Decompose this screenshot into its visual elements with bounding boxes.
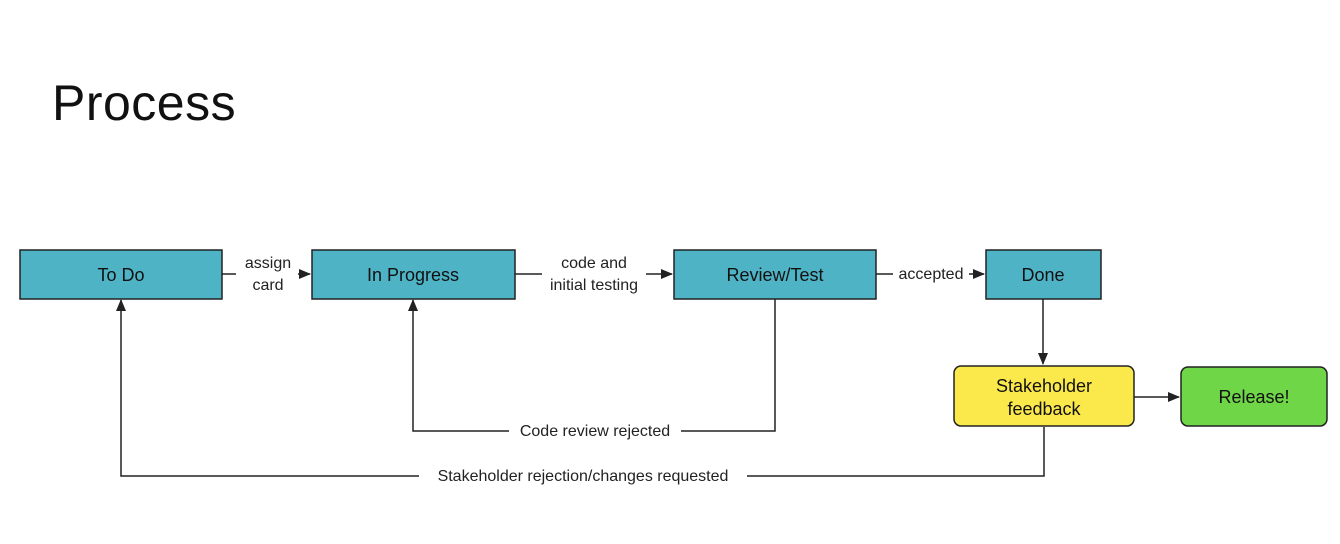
node-release-label: Release! xyxy=(1218,387,1289,407)
node-in-progress-box xyxy=(311,249,516,300)
edge-label-stakeholder-rejection: Stakeholder rejection/changes requested xyxy=(438,468,729,485)
node-done: Done xyxy=(985,249,1102,300)
node-review-test-box xyxy=(673,249,877,300)
node-stakeholder-feedback-label-line1: Stakeholder xyxy=(996,376,1092,396)
node-todo-box xyxy=(19,249,223,300)
edge-code-review-rejected xyxy=(408,299,776,432)
node-stakeholder-feedback-label-line2: feedback xyxy=(1007,399,1081,419)
edge-label-accepted: accepted xyxy=(899,266,964,283)
node-review-test-label: Review/Test xyxy=(726,265,823,285)
edge-label-bg xyxy=(893,263,969,283)
node-done-label: Done xyxy=(1021,265,1064,285)
node-release: Release! xyxy=(1180,366,1328,427)
node-review-test: Review/Test xyxy=(673,249,877,300)
page-title: Process xyxy=(52,75,237,131)
edge-label-initial-testing: initial testing xyxy=(550,277,638,294)
edge-stakeholder-rejection xyxy=(116,299,1045,477)
node-in-progress: In Progress xyxy=(311,249,516,300)
edge-label-bg xyxy=(542,252,646,294)
node-todo: To Do xyxy=(19,249,223,300)
node-release-box xyxy=(1180,366,1328,427)
edge-label-bg xyxy=(419,466,747,486)
edge-label-bg xyxy=(509,421,681,441)
edge-label-bg xyxy=(236,252,298,294)
node-stakeholder-feedback: Stakeholder feedback xyxy=(953,365,1135,427)
node-todo-label: To Do xyxy=(97,265,144,285)
edge-label-code-review-rejected: Code review rejected xyxy=(520,423,670,440)
node-done-box xyxy=(985,249,1102,300)
edge-label-card: card xyxy=(252,277,283,294)
node-stakeholder-feedback-box xyxy=(953,365,1135,427)
edge-label-assign: assign xyxy=(245,255,291,272)
node-in-progress-label: In Progress xyxy=(367,265,459,285)
edge-label-code-and: code and xyxy=(561,255,627,272)
